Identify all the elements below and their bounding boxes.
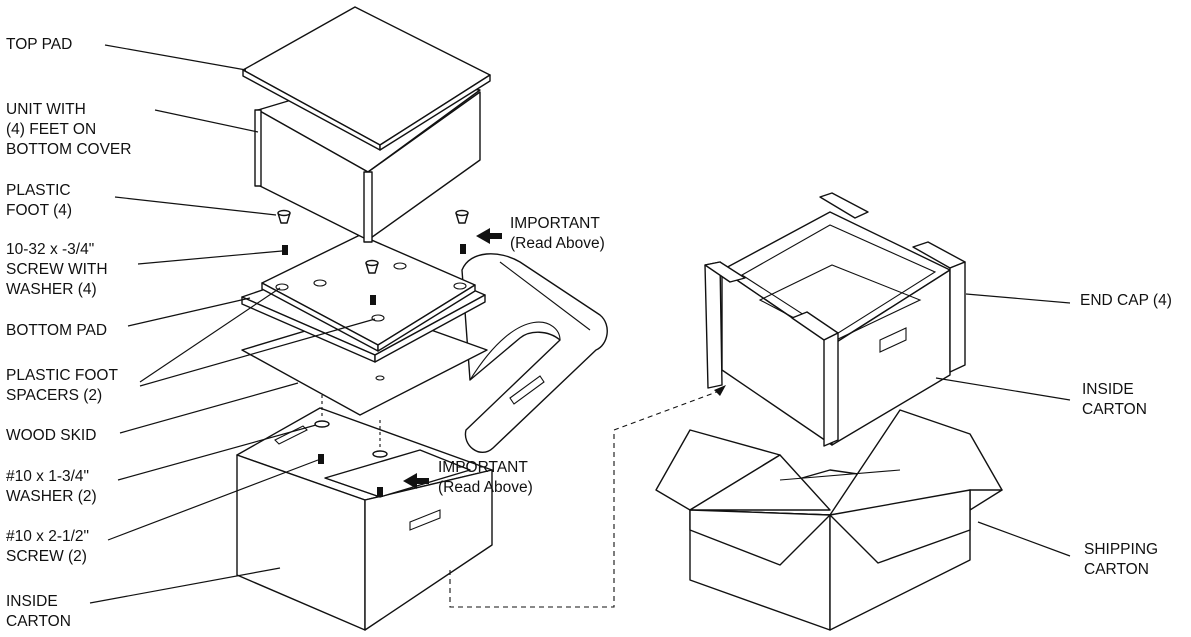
- label-important-lower: IMPORTANT (Read Above): [438, 459, 533, 496]
- label-washer-10: #10 x 1-3/4" WASHER (2): [6, 468, 97, 505]
- label-plastic-foot: PLASTIC FOOT (4): [6, 182, 73, 219]
- leader-lines-right: [935, 293, 1071, 557]
- label-inside-carton-right: INSIDE CARTON: [1082, 381, 1147, 418]
- shipping-carton-drawing: [655, 409, 1003, 631]
- leader-lines-left: [89, 44, 376, 604]
- screws-drawing: [282, 244, 466, 497]
- label-plastic-foot-spacers: PLASTIC FOOT SPACERS (2): [6, 367, 118, 404]
- label-screw-with-washer: 10-32 x -3/4" SCREW WITH WASHER (4): [6, 241, 108, 298]
- end-caps-drawing: [704, 192, 966, 447]
- important-arrows: [403, 228, 502, 489]
- label-top-pad: TOP PAD: [6, 36, 73, 53]
- inside-carton-left-drawing: [236, 407, 493, 631]
- label-shipping-carton: SHIPPING CARTON: [1084, 541, 1159, 578]
- label-inside-carton-left: INSIDE CARTON: [6, 593, 71, 630]
- label-end-cap: END CAP (4): [1080, 292, 1172, 309]
- top-pad-drawing: [242, 6, 491, 151]
- carton-flap-drawing: [461, 253, 608, 454]
- label-screw-10: #10 x 2-1/2" SCREW (2): [6, 528, 90, 565]
- label-important-upper: IMPORTANT (Read Above): [510, 215, 605, 252]
- label-unit-with-feet: UNIT WITH (4) FEET ON BOTTOM COVER: [6, 101, 132, 158]
- dashed-connector: [449, 389, 723, 608]
- connector-arrowhead: [714, 385, 726, 396]
- label-wood-skid: WOOD SKID: [6, 427, 97, 444]
- plastic-feet-drawing: [277, 209, 469, 274]
- label-bottom-pad: BOTTOM PAD: [6, 322, 108, 339]
- foot-pad-drawing: [261, 234, 476, 352]
